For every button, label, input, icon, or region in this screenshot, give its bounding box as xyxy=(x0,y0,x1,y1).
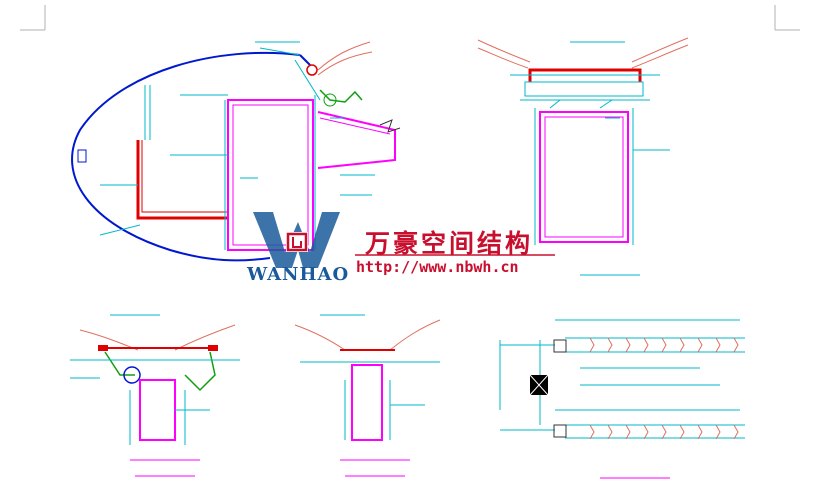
watermark-url: http://www.nbwh.cn xyxy=(356,258,519,276)
detail-drawing-top-right xyxy=(477,37,689,276)
wanhao-logo-icon xyxy=(253,212,340,268)
detail-drawing-bottom-right xyxy=(499,319,745,479)
detail-drawing-top-left xyxy=(71,41,401,262)
page-corner-marks xyxy=(20,5,800,31)
detail-drawing-bottom-middle xyxy=(294,314,441,477)
watermark-title: 万豪空间结构 xyxy=(365,229,534,258)
detail-drawing-bottom-left xyxy=(70,314,240,477)
blue-arc-outline xyxy=(71,51,301,262)
watermark-logo-text: WANHAO xyxy=(247,264,350,285)
